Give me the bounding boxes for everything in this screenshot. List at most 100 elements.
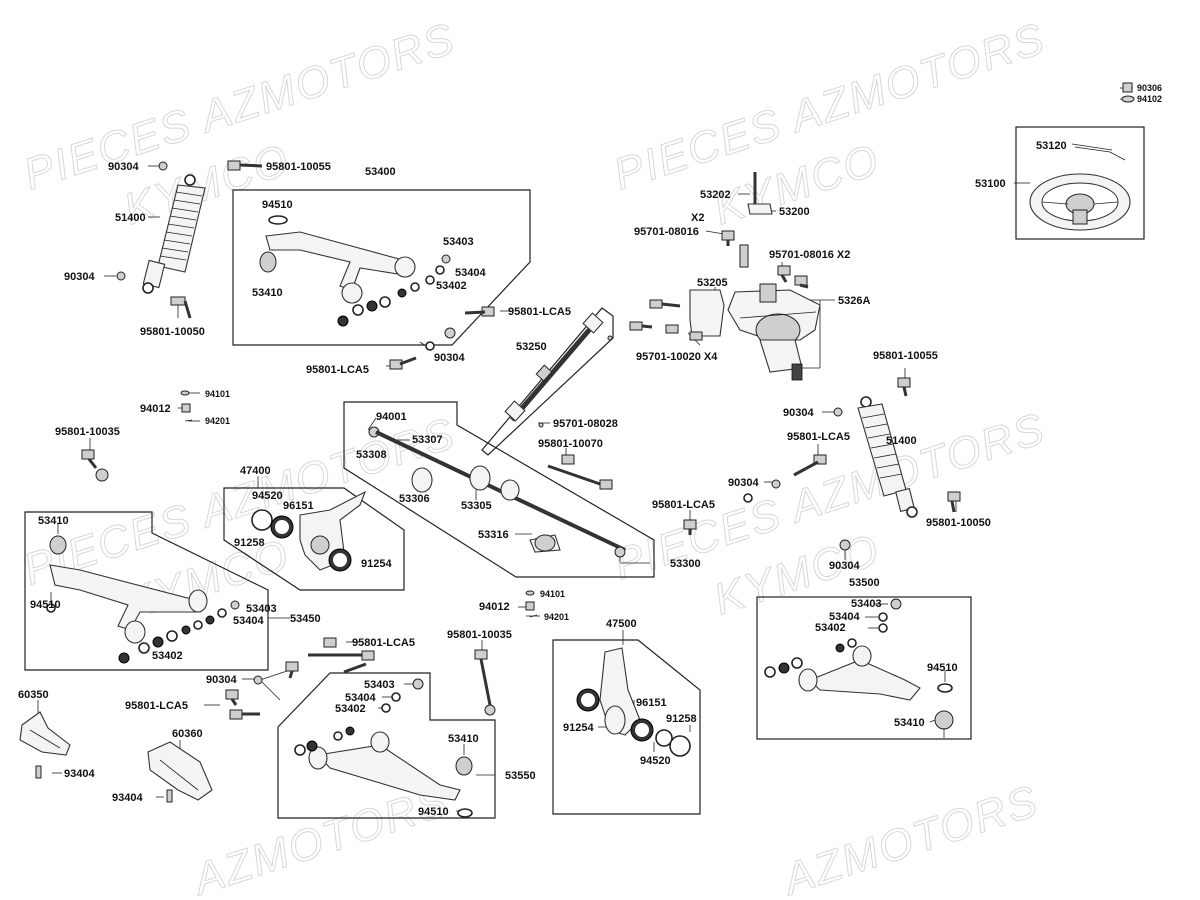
- shock-absorber-left-icon: [116, 160, 263, 319]
- label-94101: 94101: [205, 389, 230, 399]
- label-94510: 94510: [418, 806, 449, 818]
- frame-47400: [223, 487, 405, 591]
- label-53300: 53300: [670, 558, 701, 570]
- watermark: AZMOTORS: [775, 776, 1045, 900]
- label-94510: 94510: [262, 199, 293, 211]
- label-95801-lca5: 95801-LCA5: [306, 364, 369, 376]
- label-53200: 53200: [779, 206, 810, 218]
- bolt-90306-icon: [1122, 82, 1133, 93]
- power-steering-unit-icon: [727, 283, 821, 381]
- label-53400: 53400: [365, 166, 396, 178]
- label-53402: 53402: [815, 622, 846, 634]
- label-x2: X2: [691, 212, 704, 224]
- label-53500: 53500: [849, 577, 880, 589]
- frame-53550: [277, 672, 496, 819]
- label-94102: 94102: [1137, 94, 1162, 104]
- label-5326a: 5326A: [838, 295, 870, 307]
- frame-53250: [481, 307, 614, 456]
- label-53308: 53308: [356, 449, 387, 461]
- label-95701-10020-x4: 95701-10020 X4: [636, 351, 718, 363]
- parts-artwork: [19, 82, 1135, 818]
- lower-a-arm-left-icon: [46, 535, 240, 664]
- part-labels: 90306 94102 53120 53100 90304 95801-1005…: [18, 83, 1162, 818]
- label-53450: 53450: [290, 613, 321, 625]
- label-94520: 94520: [640, 755, 671, 767]
- label-53410: 53410: [448, 733, 479, 745]
- label-53202: 53202: [700, 189, 731, 201]
- knuckle-left-icon: [251, 490, 367, 572]
- label-53403: 53403: [364, 679, 395, 691]
- label-91254: 91254: [563, 722, 594, 734]
- steering-wheel-icon: [1029, 146, 1131, 231]
- label-95801-lca5: 95801-LCA5: [508, 306, 571, 318]
- label-95701-08028: 95701-08028: [553, 418, 618, 430]
- label-94510: 94510: [927, 662, 958, 674]
- frame-53400: [232, 189, 531, 346]
- label-53403: 53403: [246, 603, 277, 615]
- watermark: AZMOTORS: [185, 776, 455, 900]
- tie-rod-assembly-icon: [368, 426, 626, 562]
- label-53402: 53402: [335, 703, 366, 715]
- label-95801-lca5: 95801-LCA5: [787, 431, 850, 443]
- label-95801-10035: 95801-10035: [447, 629, 512, 641]
- label-53306: 53306: [399, 493, 430, 505]
- label-53316: 53316: [478, 529, 509, 541]
- bolts-group-a: [389, 306, 495, 370]
- label-51400: 51400: [886, 435, 917, 447]
- label-53307: 53307: [412, 434, 443, 446]
- label-93404: 93404: [64, 768, 95, 780]
- label-90304: 90304: [64, 271, 95, 283]
- label-91258: 91258: [234, 537, 265, 549]
- label-47500: 47500: [606, 618, 637, 630]
- label-60360: 60360: [172, 728, 203, 740]
- label-96151: 96151: [636, 697, 667, 709]
- label-95801-lca5: 95801-LCA5: [125, 700, 188, 712]
- label-53404: 53404: [829, 611, 860, 623]
- label-95701-08016: 95701-08016: [634, 226, 699, 238]
- label-90304: 90304: [783, 407, 814, 419]
- hardware-center-icon: [525, 590, 538, 618]
- frame-47500: [552, 639, 701, 815]
- label-91258: 91258: [666, 713, 697, 725]
- label-95801-10055: 95801-10055: [873, 350, 938, 362]
- label-94201: 94201: [205, 416, 230, 426]
- label-53404: 53404: [233, 615, 264, 627]
- frame-53300: [343, 401, 655, 578]
- label-60350: 60350: [18, 689, 49, 701]
- label-95801-10035: 95801-10035: [55, 426, 120, 438]
- frame-53500: [756, 596, 972, 740]
- label-53205: 53205: [697, 277, 728, 289]
- label-95801-10050: 95801-10050: [140, 326, 205, 338]
- washer-94102-icon: [1121, 95, 1135, 103]
- bolts-group-e: [225, 637, 496, 720]
- label-94510: 94510: [30, 599, 61, 611]
- label-53410: 53410: [38, 515, 69, 527]
- label-53403: 53403: [443, 236, 474, 248]
- hardware-left-icon: [180, 390, 193, 422]
- label-47400: 47400: [240, 465, 271, 477]
- label-94201: 94201: [544, 612, 569, 622]
- label-53305: 53305: [461, 500, 492, 512]
- label-95801-10050: 95801-10050: [926, 517, 991, 529]
- label-95701-08016-x2: 95701-08016 X2: [769, 249, 850, 261]
- label-93404: 93404: [112, 792, 143, 804]
- upper-a-arm-front-icon: [259, 215, 451, 327]
- lower-a-arm-right-icon: [764, 598, 954, 738]
- lower-a-arm-rear-icon: [294, 678, 473, 818]
- label-51400: 51400: [115, 212, 146, 224]
- label-95801-lca5: 95801-LCA5: [652, 499, 715, 511]
- label-90304: 90304: [728, 477, 759, 489]
- label-53404: 53404: [345, 692, 376, 704]
- label-95801-lca5: 95801-LCA5: [352, 637, 415, 649]
- label-95801-10070: 95801-10070: [538, 438, 603, 450]
- label-95801-10055: 95801-10055: [266, 161, 331, 173]
- label-53402: 53402: [152, 650, 183, 662]
- steering-column-icon: [721, 172, 809, 289]
- label-90304: 90304: [434, 352, 465, 364]
- label-90304: 90304: [206, 674, 237, 686]
- skid-plate-60360-icon: [147, 741, 213, 803]
- label-90306: 90306: [1137, 83, 1162, 93]
- label-53410: 53410: [252, 287, 283, 299]
